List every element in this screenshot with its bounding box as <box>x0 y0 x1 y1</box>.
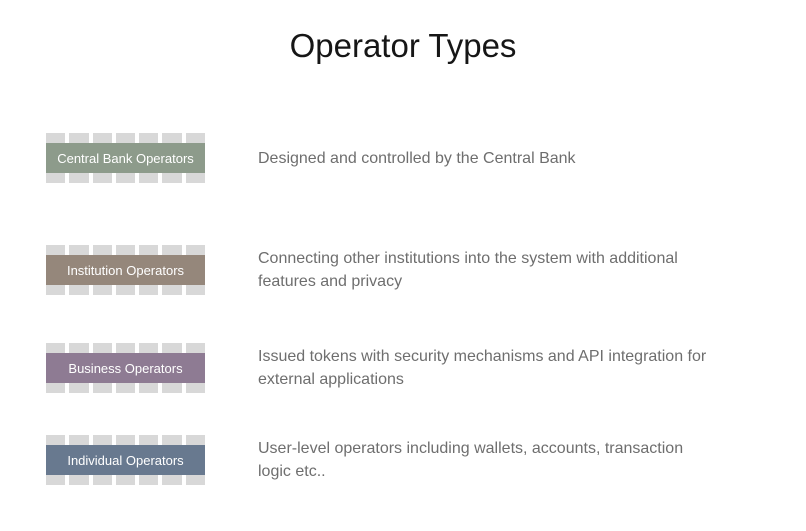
chip-pins-top <box>46 435 205 445</box>
chip-pin <box>92 435 112 445</box>
chip-individual-operators: Individual Operators <box>46 435 205 485</box>
chip-pin <box>92 383 112 393</box>
chip-pin <box>92 245 112 255</box>
chip-pins-top <box>46 133 205 143</box>
chip-pin <box>115 383 136 393</box>
chip-pin <box>115 133 136 143</box>
chip-pin <box>69 173 89 183</box>
chip-pin <box>162 383 182 393</box>
chip-pin <box>185 383 205 393</box>
chip-pin <box>115 245 136 255</box>
chip-pin <box>92 133 112 143</box>
chip-pin <box>46 173 66 183</box>
chip-pin <box>115 173 136 183</box>
chip-body: Individual Operators <box>46 445 205 475</box>
chip-pin <box>69 285 89 295</box>
page-title: Operator Types <box>289 27 517 64</box>
chip-label: Individual Operators <box>67 452 184 468</box>
chip-pins-bottom <box>46 285 205 295</box>
chip-pin <box>69 343 89 353</box>
operator-row-central-bank: Central Bank Operators Designed and cont… <box>46 133 806 183</box>
chip-pin <box>69 133 89 143</box>
chip-pin <box>139 245 159 255</box>
chip-pin <box>139 343 159 353</box>
chip-pins-top <box>46 245 205 255</box>
chip-pin <box>185 285 205 295</box>
chip-pin <box>115 343 136 353</box>
chip-pin <box>162 173 182 183</box>
chip-pin <box>162 435 182 445</box>
chip-pin <box>46 383 66 393</box>
chip-pins-top <box>46 343 205 353</box>
chip-institution-operators: Institution Operators <box>46 245 205 295</box>
chip-pin <box>162 475 182 485</box>
chip-pin <box>69 475 89 485</box>
chip-pin <box>115 475 136 485</box>
chip-pin <box>69 383 89 393</box>
chip-pin <box>139 133 159 143</box>
chip-pin <box>162 343 182 353</box>
chip-pin <box>92 173 112 183</box>
chip-central-bank-operators: Central Bank Operators <box>46 133 205 183</box>
chip-pin <box>162 245 182 255</box>
chip-pin <box>46 133 66 143</box>
operator-row-individual: Individual Operators User-level operator… <box>46 435 806 485</box>
chip-pin <box>162 133 182 143</box>
chip-pin <box>139 285 159 295</box>
operator-description: Designed and controlled by the Central B… <box>258 149 576 167</box>
operator-row-business: Business Operators Issued tokens with se… <box>46 343 806 393</box>
chip-pin <box>185 435 205 445</box>
chip-pin <box>46 245 66 255</box>
chip-business-operators: Business Operators <box>46 343 205 393</box>
operator-description: User-level operators including wallets, … <box>258 440 684 480</box>
chip-pins-bottom <box>46 173 205 183</box>
operator-description: Connecting other institutions into the s… <box>258 250 678 290</box>
chip-body: Business Operators <box>46 353 205 383</box>
chip-pins-bottom <box>46 383 205 393</box>
chip-pin <box>185 245 205 255</box>
chip-pins-bottom <box>46 475 205 485</box>
chip-pin <box>92 343 112 353</box>
chip-pin <box>115 435 136 445</box>
chip-pin <box>185 475 205 485</box>
chip-pin <box>139 383 159 393</box>
chip-pin <box>46 343 66 353</box>
chip-pin <box>139 435 159 445</box>
chip-pin <box>185 343 205 353</box>
chip-label: Business Operators <box>68 360 183 376</box>
chip-pin <box>46 285 66 295</box>
operator-description: Issued tokens with security mechanisms a… <box>258 348 707 388</box>
chip-pin <box>46 435 66 445</box>
chip-pin <box>46 475 66 485</box>
chip-pin <box>139 173 159 183</box>
chip-pin <box>69 435 89 445</box>
chip-pin <box>69 245 89 255</box>
chip-pin <box>185 173 205 183</box>
chip-label: Institution Operators <box>66 262 185 278</box>
chip-pin <box>115 285 136 295</box>
chip-label: Central Bank Operators <box>57 150 194 166</box>
chip-pin <box>92 475 112 485</box>
chip-pin <box>162 285 182 295</box>
chip-pin <box>185 133 205 143</box>
chip-pin <box>92 285 112 295</box>
chip-body: Institution Operators <box>46 255 205 285</box>
chip-pin <box>139 475 159 485</box>
chip-body: Central Bank Operators <box>46 143 205 173</box>
operator-row-institution: Institution Operators Connecting other i… <box>46 245 806 295</box>
